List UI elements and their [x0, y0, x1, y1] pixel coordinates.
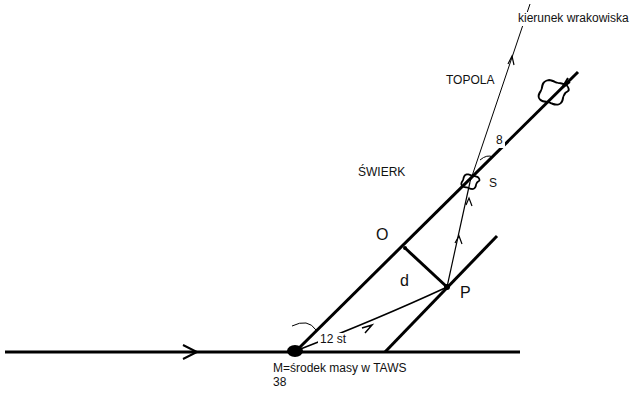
axis-line [295, 72, 578, 352]
label: S [487, 177, 499, 191]
label: M=środek masy w TAWS 38 [271, 362, 425, 390]
label: TOPOLA [444, 74, 496, 88]
turn-arc [298, 288, 445, 350]
point-p [444, 284, 450, 290]
label: d [398, 272, 411, 290]
label: 8 [494, 134, 505, 148]
label: kierunek wrakowiska [516, 12, 631, 26]
arc-arrow [362, 325, 372, 333]
label: P [458, 284, 473, 302]
track-line [447, 182, 470, 287]
angle-arc [480, 156, 493, 160]
label: O [374, 226, 390, 244]
tree-scribble [461, 174, 479, 189]
track-arrow [466, 198, 472, 206]
mass-centre-dot [287, 345, 303, 357]
label: 12 st [318, 333, 348, 347]
poplar-tree [538, 80, 569, 105]
distance-segment [405, 248, 447, 287]
wreck-direction-line [470, 4, 530, 182]
tree-scribble [538, 80, 569, 105]
spruce-tree [461, 174, 479, 189]
parallel-line [385, 236, 497, 352]
point-o [403, 246, 407, 250]
angle-arc [292, 323, 316, 330]
track-arrow [455, 236, 462, 244]
direction-arrow [183, 345, 197, 359]
flight-line [5, 351, 520, 354]
track-arrow [508, 56, 514, 65]
label: ŚWIERK [356, 166, 407, 180]
